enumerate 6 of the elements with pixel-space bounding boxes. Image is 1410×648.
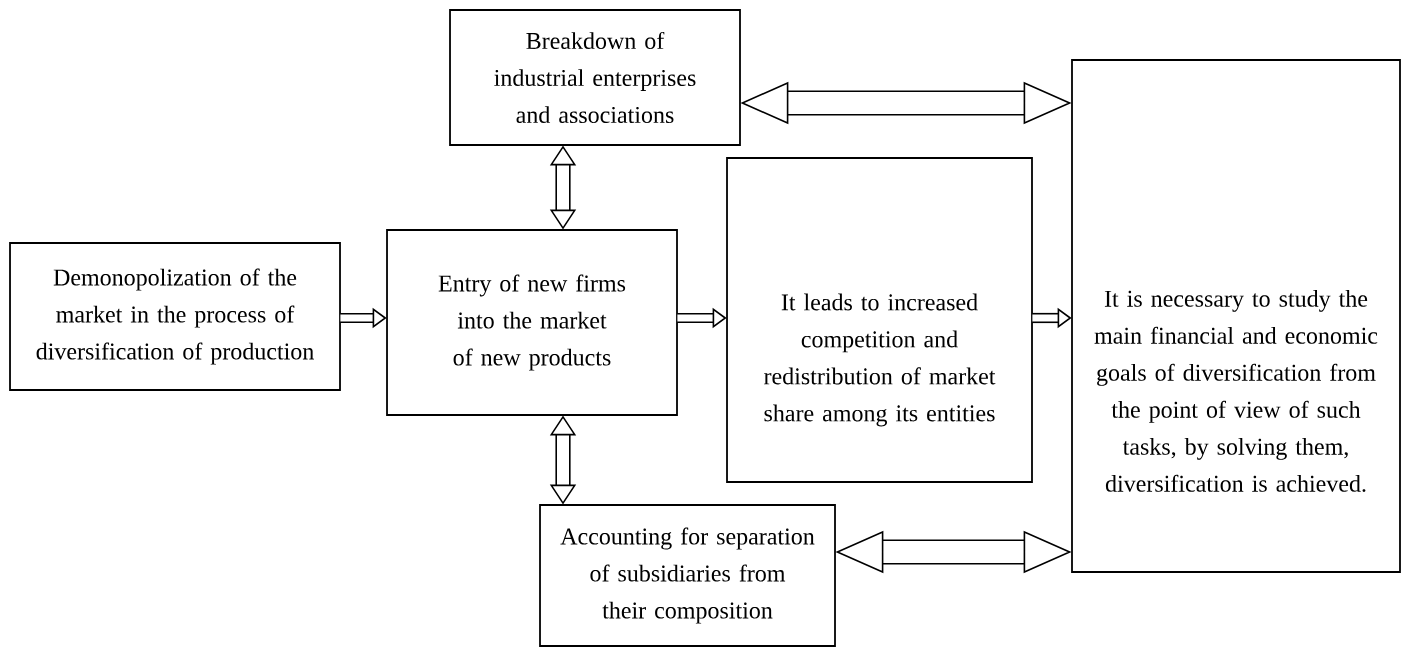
text-box: Accounting for separation of subsidiaries from their composition [539, 504, 836, 647]
text-box: Entry of new firms into the market of new products [386, 229, 678, 416]
text-box: It leads to increased competition and redistribution of market share among its entities [726, 157, 1033, 483]
text-box: Breakdown of industrial enterprises and associations [449, 9, 741, 146]
text-box: Demonopolization of the market in the process of diversification of production [9, 242, 341, 391]
text-box: It is necessary to study the main financial and economic goals of diversification from the point of view of such tasks, by solving them, diversification is achieved. [1071, 59, 1401, 573]
